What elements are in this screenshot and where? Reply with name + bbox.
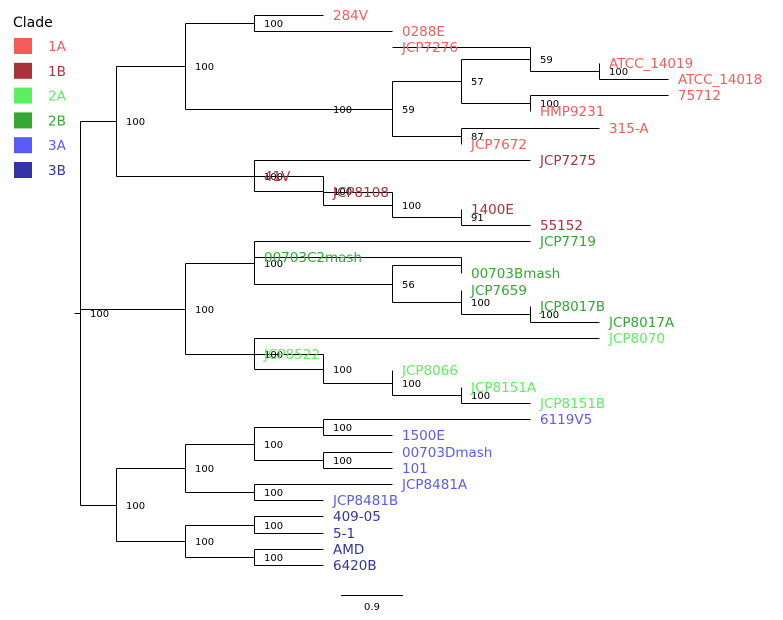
support-value: 100	[264, 350, 283, 361]
tip-label: 55152	[540, 218, 583, 234]
legend-label-3b: 3B	[48, 163, 66, 179]
legend-swatch-2a	[14, 87, 32, 104]
tip-label: JCP8017A	[608, 315, 675, 331]
tip-label: JCP7672	[470, 137, 527, 153]
tip-label: JCP8066	[401, 363, 458, 379]
tip-label: JCP8151B	[539, 396, 605, 412]
legend-swatch-3b	[14, 162, 32, 178]
support-value: 100	[540, 310, 559, 321]
support-value: 91	[471, 213, 484, 224]
support-value: 100	[195, 464, 214, 475]
support-value: 100	[264, 259, 283, 270]
tip-label: ATCC_14018	[678, 72, 762, 88]
tip-label: 0288E	[402, 24, 445, 40]
support-value: 100	[90, 309, 109, 320]
tip-label: 1400E	[471, 202, 514, 218]
tip-label: JCP8017B	[539, 299, 605, 315]
support-values: 100 100 59 100 57 87 59 100 100 91 100 100 100 100 100…	[90, 19, 628, 564]
legend-label-2b: 2B	[48, 113, 66, 129]
support-value: 100	[264, 172, 283, 183]
tip-label: JCP7719	[539, 234, 596, 250]
support-value: 100	[540, 99, 559, 110]
support-value: 100	[126, 117, 145, 128]
tip-label: JCP7659	[470, 283, 527, 299]
support-value: 100	[264, 553, 283, 564]
support-value: 100	[402, 201, 421, 212]
tip-label: ATCC_14019	[609, 56, 693, 72]
support-value: 100	[195, 62, 214, 73]
tip-label: 284V	[333, 8, 369, 24]
support-value: 100	[195, 537, 214, 548]
legend-label-1a: 1A	[48, 39, 67, 55]
support-value: 100	[195, 305, 214, 316]
tip-label: 1500E	[402, 428, 445, 444]
tip-label: JCP8481A	[401, 477, 468, 493]
tip-label: JCP8151A	[470, 380, 537, 396]
tip-label: 6119V5	[540, 412, 592, 428]
scale-bar-label: 0.9	[364, 602, 380, 613]
tip-label: 00703Dmash	[402, 445, 492, 461]
tip-label: JCP8522	[263, 347, 320, 363]
clade-legend: Clade 1A 1B 2A 2B 3A 3B	[13, 15, 67, 179]
support-value: 59	[540, 55, 553, 66]
support-value: 100	[333, 456, 352, 467]
support-value: 100	[402, 379, 421, 390]
tip-label: JCP8108	[332, 185, 389, 201]
legend-label-2a: 2A	[48, 89, 67, 105]
support-value: 100	[264, 521, 283, 532]
support-value: 100	[471, 391, 490, 402]
support-value: 100	[126, 501, 145, 512]
legend-swatch-3a	[14, 137, 32, 154]
tip-label: 6420B	[333, 558, 377, 574]
tip-label: 41V	[264, 169, 291, 185]
tip-label: JCP7275	[539, 153, 596, 169]
support-value: 59	[402, 105, 415, 116]
support-value: 100	[333, 365, 352, 376]
support-value: 100	[333, 105, 352, 116]
tip-label: JCP8070	[608, 331, 665, 347]
support-value: 87	[471, 132, 484, 143]
support-value: 56	[402, 280, 415, 291]
support-value: 57	[471, 77, 484, 88]
legend-swatch-1b	[14, 62, 32, 79]
support-value: 100	[333, 187, 352, 198]
support-value: 100	[471, 298, 490, 309]
tip-label: 101	[402, 461, 428, 477]
tip-label: AMD	[333, 542, 364, 558]
support-value: 100	[609, 67, 628, 78]
tree-branches	[74, 15, 669, 566]
tip-label: 409-05	[333, 509, 381, 525]
tip-label: 00703Bmash	[471, 266, 560, 282]
support-value: 100	[264, 19, 283, 30]
tip-label: 315-A	[609, 121, 649, 137]
tip-label: 00703C2mash	[264, 250, 362, 266]
support-value: 100	[264, 440, 283, 451]
tip-label: JCP7276	[401, 40, 458, 56]
legend-label-1b: 1B	[48, 64, 66, 80]
tip-label: 5-1	[333, 526, 355, 542]
scale-bar: 0.9	[341, 595, 403, 613]
support-value: 100	[333, 423, 352, 434]
legend-label-3a: 3A	[48, 138, 67, 154]
legend-swatch-2b	[14, 112, 32, 129]
tip-label: 75712	[678, 88, 721, 104]
tip-label: JCP8481B	[332, 493, 398, 509]
support-value: 100	[264, 488, 283, 499]
legend-swatch-1a	[14, 38, 32, 54]
tip-label: HMP9231	[540, 104, 604, 120]
legend-title: Clade	[13, 15, 53, 31]
